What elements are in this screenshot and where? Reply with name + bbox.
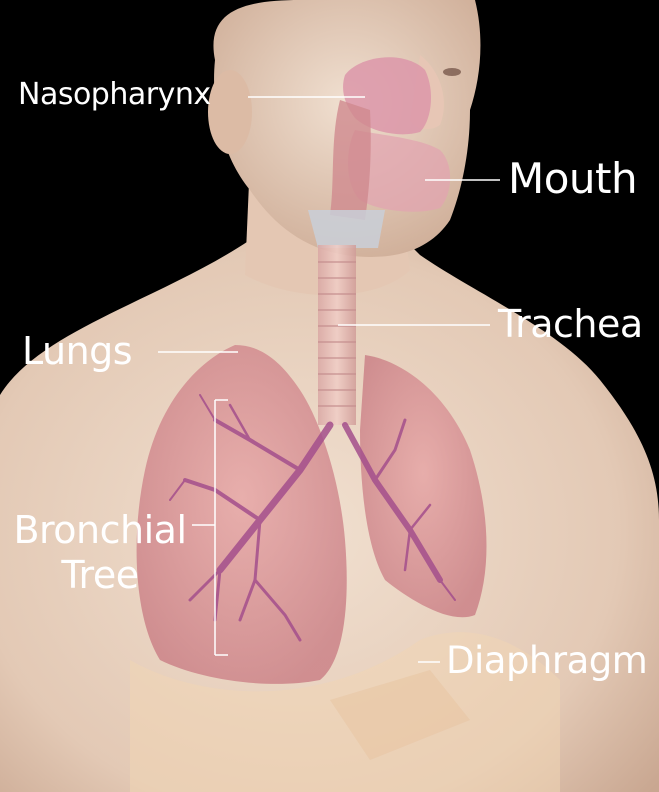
label-bronchial-line1: Bronchial (13, 508, 187, 552)
leader-lines (158, 96, 500, 663)
label-mouth: Mouth (508, 154, 638, 203)
ear-shape (208, 70, 252, 154)
label-bronchial-tree: Bronchial Tree (4, 508, 196, 598)
label-trachea: Trachea (498, 302, 643, 346)
label-nasopharynx: Nasopharynx (18, 77, 211, 112)
label-bronchial-line2: Tree (61, 552, 139, 597)
label-lungs: Lungs (22, 329, 133, 373)
mouth-shape (348, 130, 451, 212)
trachea-shape (318, 245, 356, 425)
lung-right-shape (360, 355, 487, 618)
label-diaphragm: Diaphragm (446, 639, 648, 682)
larynx-shape (308, 210, 385, 248)
